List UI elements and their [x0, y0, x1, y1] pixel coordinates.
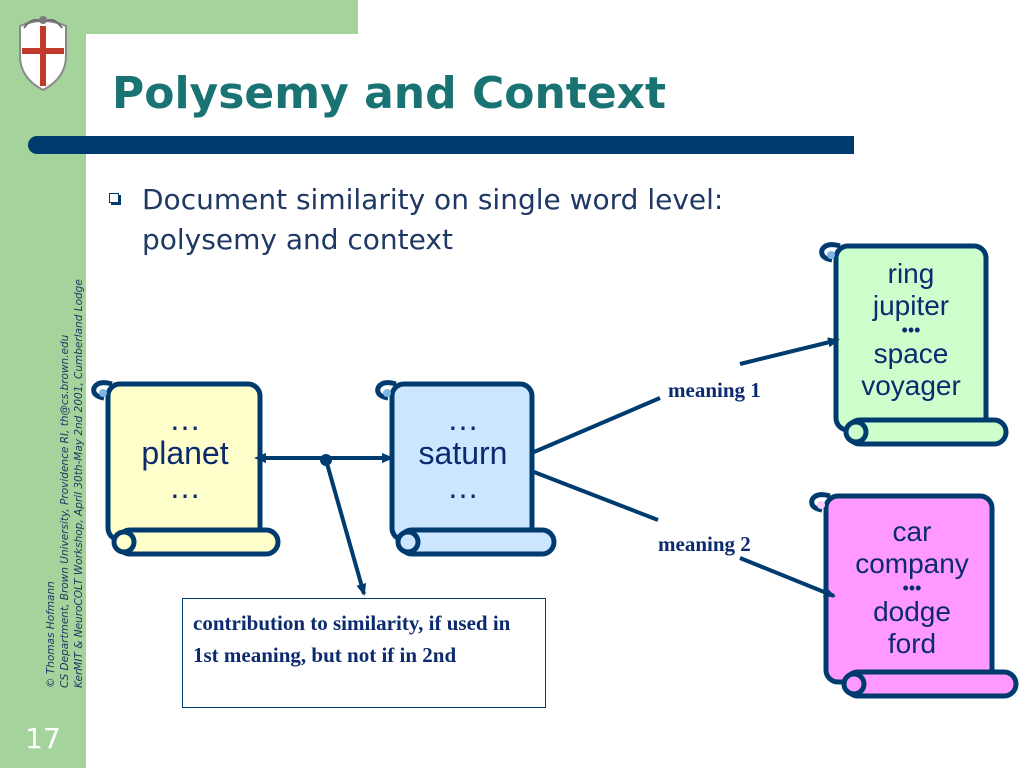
- meaning1-label: meaning 1: [668, 378, 761, 402]
- scroll-document-space: [819, 242, 1009, 447]
- title-underline-bar: [28, 136, 854, 154]
- space-doc-text: ring jupiter ••• space voyager: [840, 258, 982, 402]
- car-line-car: car: [892, 516, 932, 547]
- car-dots: •••: [902, 578, 922, 598]
- space-line-ring: ring: [887, 258, 935, 289]
- planet-top-ellipsis: …: [169, 401, 201, 437]
- callout-pointer-arrow: [324, 459, 367, 596]
- space-line-jupiter: jupiter: [872, 290, 950, 321]
- car-line-company: company: [855, 548, 969, 579]
- meaning2-branch-line: [533, 470, 659, 522]
- university-crest-icon: [19, 16, 67, 92]
- planet-word: planet: [141, 435, 229, 471]
- planet-doc-text: … planet …: [112, 402, 258, 504]
- bullet-text: Document similarity on single word level…: [142, 183, 724, 256]
- space-line-voyager: voyager: [861, 370, 961, 401]
- sidebar-band: [0, 0, 86, 768]
- top-band: [86, 0, 358, 34]
- meaning2-arrow: [739, 556, 836, 598]
- bullet-square-icon: [109, 193, 119, 203]
- saturn-top-ellipsis: …: [447, 401, 479, 437]
- space-line-space: space: [873, 338, 949, 369]
- meaning1-arrow: [739, 337, 840, 366]
- meaning2-label: meaning 2: [658, 532, 751, 556]
- meaning1-branch-line: [533, 396, 661, 454]
- planet-bottom-ellipsis: …: [169, 469, 201, 505]
- saturn-doc-text: … saturn …: [396, 402, 530, 504]
- slide-title: Polysemy and Context: [112, 68, 667, 119]
- car-line-ford: ford: [887, 628, 937, 659]
- scroll-document-saturn: [375, 380, 557, 557]
- page-number: 17: [25, 722, 61, 755]
- saturn-bottom-ellipsis: …: [447, 469, 479, 505]
- car-doc-text: car company ••• dodge ford: [832, 516, 992, 660]
- saturn-word: saturn: [418, 435, 508, 471]
- space-dots: •••: [901, 320, 921, 340]
- car-line-dodge: dodge: [873, 596, 951, 627]
- similarity-callout-box: contribution to similarity, if used in 1…: [182, 598, 546, 708]
